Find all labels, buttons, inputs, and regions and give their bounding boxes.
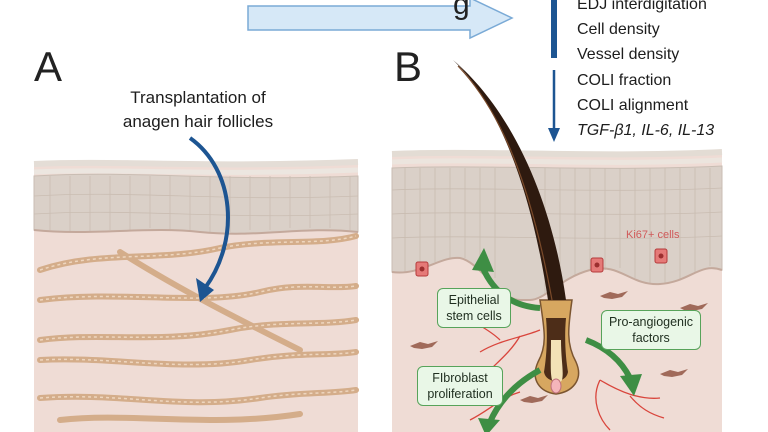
callout-epithelial-line2: stem cells — [444, 308, 504, 324]
callout-epithelial-stem-cells: Epithelial stem cells — [437, 288, 511, 328]
transplant-label-line2: anagen hair follicles — [98, 110, 298, 134]
down-arrow-b — [548, 70, 560, 142]
metric-coli-fraction: COLI fraction — [577, 68, 714, 93]
transplant-label: Transplantation of anagen hair follicles — [98, 86, 298, 134]
metric-coli-alignment: COLI alignment — [577, 93, 714, 118]
panel-letter-b: B — [394, 46, 422, 88]
callout-epithelial-line1: Epithelial — [444, 292, 504, 308]
callout-fibroblast-line2: proliferation — [424, 386, 496, 402]
callout-angiogenic-line1: Pro-angiogenic — [608, 314, 694, 330]
transplant-label-line1: Transplantation of — [98, 86, 298, 110]
upper-metrics-list: EDJ interdigitation Cell density Vessel … — [577, 0, 707, 67]
metric-cytokines: TGF-β1, IL-6, IL-13 — [577, 118, 714, 143]
callout-fibroblast: FIbroblast proliferation — [417, 366, 503, 406]
lower-metrics-list: COLI fraction COLI alignment TGF-β1, IL-… — [577, 68, 714, 143]
panel-letter-a: A — [34, 46, 62, 88]
top-label-fragment: g — [453, 0, 470, 22]
metric-vessel-density: Vessel density — [577, 42, 707, 67]
callout-pro-angiogenic: Pro-angiogenic factors — [601, 310, 701, 350]
callout-fibroblast-line1: FIbroblast — [424, 370, 496, 386]
ki67-label: Ki67+ cells — [626, 229, 680, 241]
metric-edj: EDJ interdigitation — [577, 0, 707, 17]
metric-cell-density: Cell density — [577, 17, 707, 42]
top-flow-arrow — [248, 0, 512, 38]
callout-angiogenic-line2: factors — [608, 330, 694, 346]
skin-panel-a — [34, 162, 358, 432]
vertical-bar — [551, 0, 557, 58]
